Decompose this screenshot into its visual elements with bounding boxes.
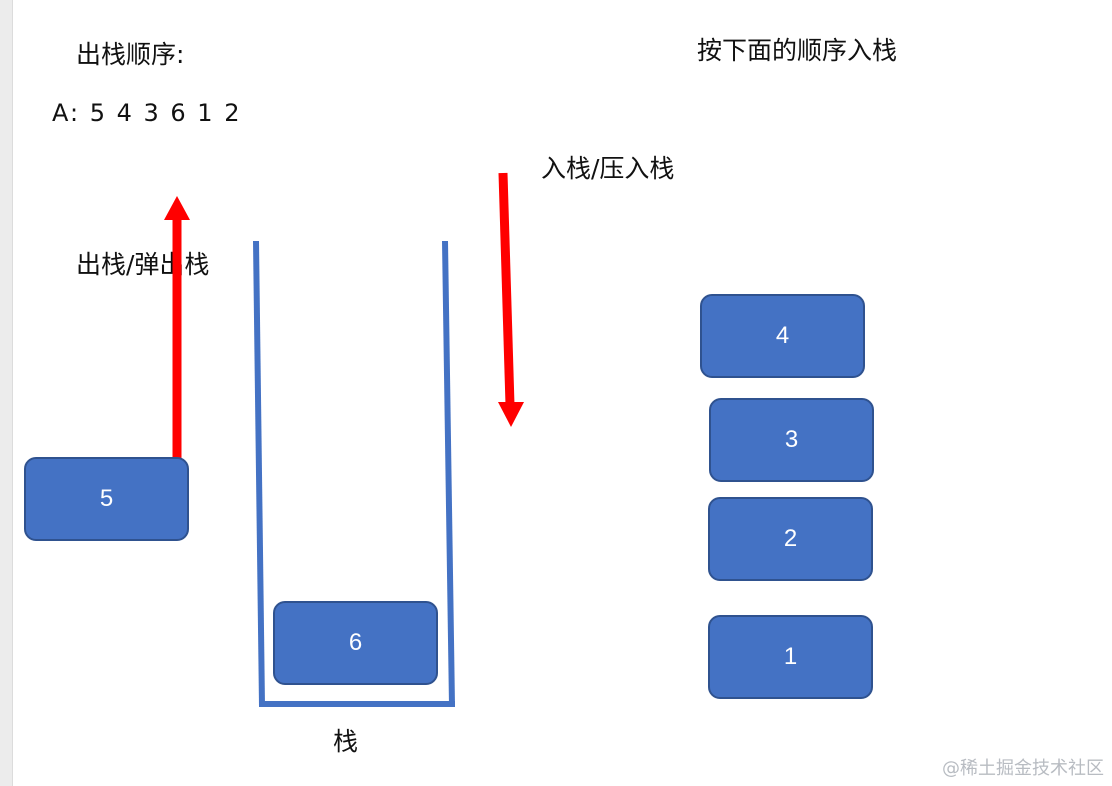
push-arrow-head: [498, 402, 524, 427]
pop-order-title: 出栈顺序:: [76, 40, 185, 69]
box-queue-2: 2: [708, 497, 873, 581]
sequence-a: A: 5 4 3 6 1 2: [52, 99, 242, 127]
box-popped: 5: [24, 457, 189, 541]
push-arrow-shaft: [498, 172, 515, 406]
left-margin-strip: [0, 0, 13, 786]
pop-arrow-head: [164, 196, 190, 220]
push-order-title: 按下面的顺序入栈: [697, 36, 898, 65]
box-queue-1: 1: [708, 615, 873, 699]
box-in-stack: 6: [273, 601, 438, 685]
stack-label: 栈: [333, 727, 359, 756]
box-queue-3: 3: [709, 398, 874, 482]
stack-container: [253, 240, 455, 707]
watermark: @稀土掘金技术社区: [942, 758, 1104, 779]
pop-arrow: [164, 196, 190, 458]
stack-left-wall: [253, 240, 265, 707]
push-label: 入栈/压入栈: [541, 154, 675, 183]
push-arrow: [498, 172, 524, 427]
box-queue-4: 4: [700, 294, 865, 378]
stack-right-wall: [442, 240, 455, 707]
pop-label: 出栈/弹出栈: [76, 250, 210, 279]
